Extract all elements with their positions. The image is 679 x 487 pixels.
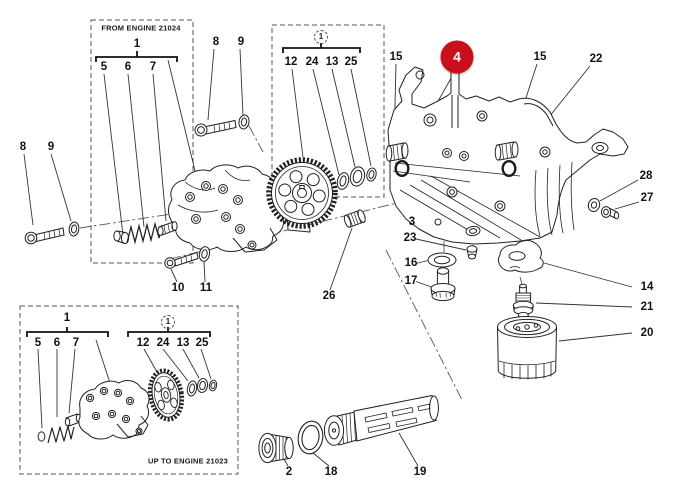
- valve-17: [430, 267, 456, 302]
- union-21: [512, 283, 534, 319]
- early-engine-box-outline: [19, 305, 239, 475]
- washer-9-left: [68, 221, 80, 237]
- callout-15-right: 15: [533, 51, 547, 63]
- bushing-15-right: [494, 141, 519, 161]
- callout-5-bottom: 5: [34, 337, 42, 349]
- circlip-25: [366, 167, 377, 182]
- oring-4: [394, 159, 410, 177]
- bracket-14: [497, 240, 544, 273]
- callout-16: 16: [404, 257, 418, 269]
- callout-11: 11: [199, 282, 213, 294]
- bolt-8-top: [194, 119, 237, 137]
- callout-18: 18: [324, 466, 338, 478]
- callout-14: 14: [640, 281, 654, 293]
- late-engine-box-outline: [90, 19, 194, 264]
- callout-10: 10: [171, 282, 185, 294]
- callout-25-top: 25: [344, 56, 358, 68]
- oil-filter-20: [496, 316, 558, 380]
- callout-24-top: 24: [305, 56, 319, 68]
- early-washers: [186, 378, 218, 397]
- washer-3: [465, 225, 481, 237]
- callout-28: 28: [639, 170, 653, 182]
- callout-13-bottom: 13: [176, 337, 190, 349]
- callout-6-bottom: 6: [53, 337, 61, 349]
- mesh-strainer-19: [323, 394, 439, 446]
- plug-23: [466, 245, 478, 260]
- circled-1-top: 1: [314, 30, 328, 44]
- bolt-8-left: [24, 227, 65, 245]
- callout-19: 19: [413, 466, 427, 478]
- callout-3: 3: [408, 216, 416, 228]
- oring-18: [297, 420, 324, 455]
- callout-2: 2: [285, 466, 293, 478]
- relief-valve-parts: [113, 221, 178, 245]
- callout-22: 22: [589, 53, 603, 65]
- washer-9-top: [238, 114, 250, 130]
- callout-17: 17: [404, 275, 418, 287]
- washer-28: [587, 197, 601, 213]
- callout-6-top: 6: [124, 61, 132, 73]
- callout-1-top: 1: [133, 38, 141, 50]
- callout-23: 23: [403, 232, 417, 244]
- oring-22: [501, 159, 517, 177]
- callout-8-top: 8: [212, 36, 220, 48]
- pump-bolts: [185, 181, 245, 234]
- washer-24: [336, 172, 350, 190]
- gear-12: [266, 157, 338, 229]
- callout-12-top: 12: [284, 56, 298, 68]
- callout-5-top: 5: [100, 61, 108, 73]
- washer-11: [198, 246, 211, 262]
- callout-15-left: 15: [389, 51, 403, 63]
- roller-26: [343, 209, 366, 228]
- screw-27: [600, 206, 620, 220]
- late-engine-box-title: FROM ENGINE 21024: [101, 23, 181, 33]
- callout-26: 26: [322, 290, 336, 302]
- callout-21: 21: [640, 301, 654, 313]
- bushing-15-left: [385, 142, 409, 162]
- washer-16: [427, 252, 457, 268]
- callout-27: 27: [640, 192, 654, 204]
- washer-13: [349, 166, 366, 187]
- callout-25-bottom: 25: [195, 337, 209, 349]
- callout-13-top: 13: [325, 56, 339, 68]
- bolt-10: [164, 251, 199, 269]
- callout-12-bottom: 12: [136, 337, 150, 349]
- early-engine-box-title: UP TO ENGINE 21023: [147, 456, 229, 466]
- early-pump-assembly: [37, 380, 150, 444]
- callout-20: 20: [640, 327, 654, 339]
- callout-24-bottom: 24: [156, 337, 170, 349]
- callout-9-left: 9: [47, 141, 55, 153]
- circled-1-bottom: 1: [161, 315, 175, 329]
- plug-2: [258, 432, 294, 464]
- callout-7-top: 7: [149, 61, 157, 73]
- highlighted-callout-4[interactable]: 4: [440, 40, 474, 74]
- callout-7-bottom: 7: [72, 337, 80, 349]
- callout-1-bottom: 1: [63, 312, 71, 324]
- callout-9-top: 9: [237, 36, 245, 48]
- callout-8-left: 8: [19, 141, 27, 153]
- early-gear-12: [147, 368, 185, 422]
